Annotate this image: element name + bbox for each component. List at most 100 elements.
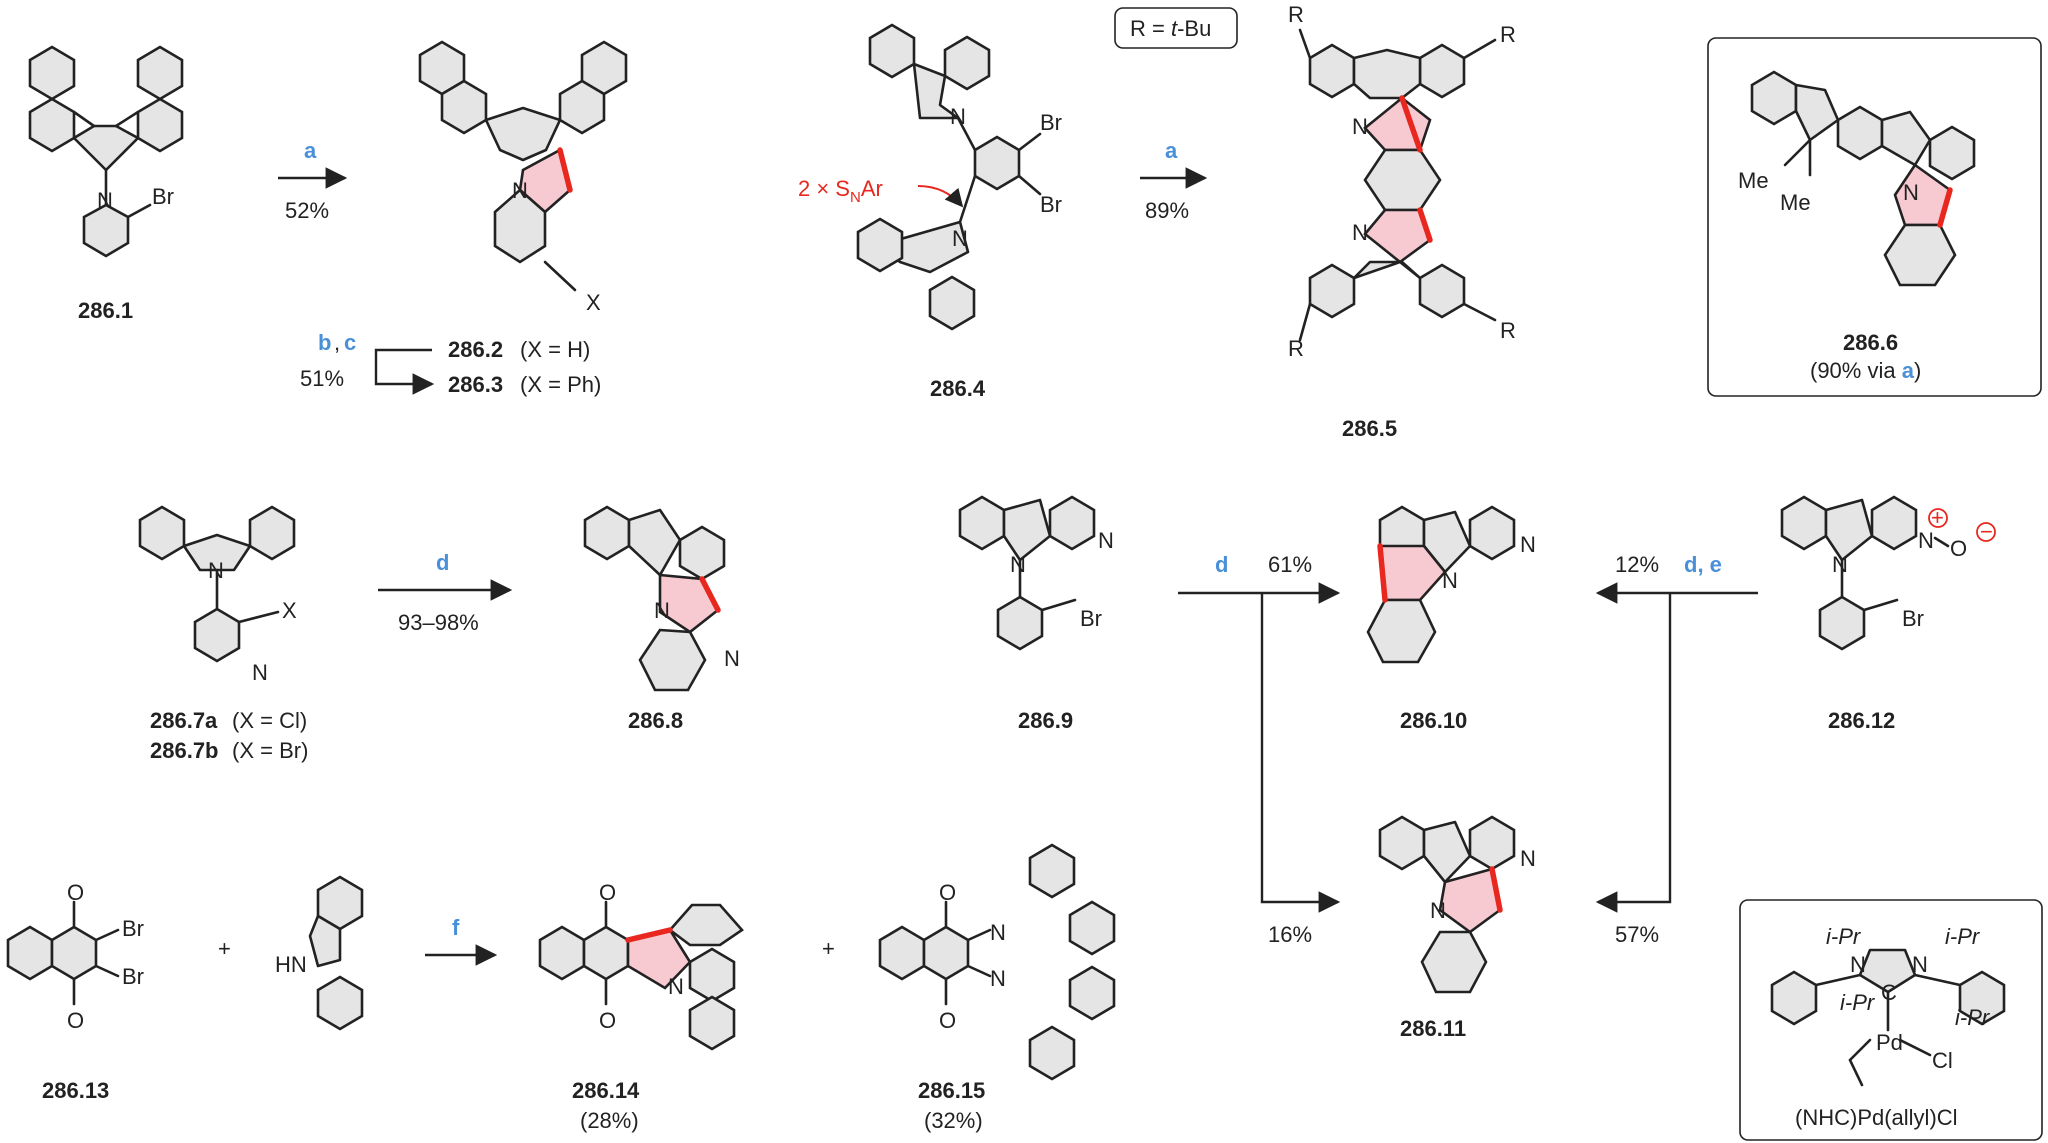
catalyst-structure bbox=[1770, 948, 2006, 1087]
snar-arrow bbox=[917, 185, 964, 208]
atom-n: N bbox=[1010, 552, 1026, 577]
yield-57: 57% bbox=[1615, 922, 1659, 947]
minus-charge-circle bbox=[1976, 522, 1996, 542]
yield-52: 52% bbox=[285, 198, 329, 223]
reagent-a: a bbox=[1165, 138, 1178, 163]
atom-r: R bbox=[1500, 22, 1516, 47]
atom-n: N bbox=[1442, 568, 1458, 593]
arrow-d-to-286-11 bbox=[1260, 593, 1341, 913]
atom-n: N bbox=[252, 660, 268, 685]
plus-charge: + bbox=[1931, 505, 1944, 530]
atom-n: N bbox=[208, 558, 224, 583]
atom-o: O bbox=[67, 1008, 84, 1033]
atom-o: O bbox=[599, 880, 616, 905]
atom-x: X bbox=[282, 598, 297, 623]
atom-n: N bbox=[1430, 898, 1446, 923]
compound-286-8-structure bbox=[583, 505, 726, 692]
label-286-1: 286.1 bbox=[78, 298, 133, 323]
label-286-7a: 286.7a bbox=[150, 708, 218, 733]
reagent-f: f bbox=[452, 915, 460, 940]
label-286-14: 286.14 bbox=[572, 1078, 640, 1103]
atom-n: N bbox=[990, 966, 1006, 991]
atom-hn: HN bbox=[275, 952, 307, 977]
atom-pd: Pd bbox=[1876, 1030, 1903, 1055]
compound-286-6-box bbox=[1707, 37, 2042, 397]
atom-br: Br bbox=[1902, 606, 1924, 631]
compound-286-5-structure bbox=[1298, 28, 1497, 342]
atom-o: O bbox=[939, 880, 956, 905]
atom-o: O bbox=[1950, 536, 1967, 561]
compound-286-7-structure bbox=[138, 505, 296, 663]
atom-o: O bbox=[67, 880, 84, 905]
atom-n: N bbox=[654, 598, 670, 623]
atom-n: N bbox=[97, 188, 113, 213]
compound-286-2-structure bbox=[418, 40, 628, 264]
reagent-de: d, e bbox=[1684, 552, 1722, 577]
minus-charge: − bbox=[1980, 519, 1993, 544]
atom-cl: Cl bbox=[1932, 1048, 1953, 1073]
compound-286-15-structure bbox=[878, 843, 1116, 1081]
compound-286-10-structure bbox=[1366, 505, 1516, 664]
atom-n: N bbox=[1850, 952, 1866, 977]
atom-n: N bbox=[724, 646, 740, 671]
compound-286-6-structure bbox=[1750, 70, 1976, 287]
yield-286-14: (28%) bbox=[580, 1108, 639, 1133]
atom-me: Me bbox=[1738, 168, 1769, 193]
catalyst-box bbox=[1739, 899, 2043, 1141]
label-286-7b: 286.7b bbox=[150, 738, 219, 763]
reagent-b: b bbox=[318, 330, 331, 355]
atom-ipr: i-Pr bbox=[1945, 924, 1981, 949]
yield-286-15: (32%) bbox=[924, 1108, 983, 1133]
reagent-c: c bbox=[344, 330, 356, 355]
yield-89: 89% bbox=[1145, 198, 1189, 223]
reagent-a: a bbox=[304, 138, 317, 163]
atom-ipr: i-Pr bbox=[1840, 990, 1876, 1015]
compound-286-12-structure bbox=[1780, 495, 1950, 651]
yield-93-98: 93–98% bbox=[398, 610, 479, 635]
atom-r: R bbox=[1288, 2, 1304, 27]
yield-61: 61% bbox=[1268, 552, 1312, 577]
label-286-5: 286.5 bbox=[1342, 416, 1397, 441]
atom-n: N bbox=[950, 104, 966, 129]
atom-o: O bbox=[599, 1008, 616, 1033]
atom-br: Br bbox=[122, 964, 144, 989]
label-286-8: 286.8 bbox=[628, 708, 683, 733]
atom-n: N bbox=[1918, 528, 1934, 553]
note-286-7a: (X = Cl) bbox=[232, 708, 307, 733]
compound-286-4-structure bbox=[856, 23, 1042, 331]
atom-ipr: i-Pr bbox=[1955, 1005, 1991, 1030]
snar-label: 2 × SNAr bbox=[798, 176, 883, 206]
r-definition: R = t-Bu bbox=[1130, 16, 1211, 41]
compound-286-11-structure bbox=[1378, 815, 1516, 994]
atom-br: Br bbox=[1040, 192, 1062, 217]
atom-n: N bbox=[1520, 532, 1536, 557]
atom-o: O bbox=[939, 1008, 956, 1033]
label-286-3: 286.3 bbox=[448, 372, 503, 397]
note-286-2: (X = H) bbox=[520, 337, 590, 362]
compound-286-1-structure bbox=[28, 45, 184, 258]
atom-n: N bbox=[1098, 528, 1114, 553]
arrow-bc bbox=[374, 348, 435, 395]
label-286-2: 286.2 bbox=[448, 337, 503, 362]
compound-286-9-structure bbox=[958, 495, 1096, 651]
atom-br: Br bbox=[122, 916, 144, 941]
label-286-11: 286.11 bbox=[1400, 1016, 1466, 1041]
atom-n: N bbox=[1520, 846, 1536, 871]
compound-286-14-structure bbox=[538, 900, 744, 1051]
yield-16: 16% bbox=[1268, 922, 1312, 947]
atom-n: N bbox=[952, 226, 968, 251]
yield-51: 51% bbox=[300, 366, 344, 391]
carbazole-structure bbox=[308, 875, 364, 1031]
reagent-d: d bbox=[1215, 552, 1228, 577]
label-286-10: 286.10 bbox=[1400, 708, 1467, 733]
note-286-3: (X = Ph) bbox=[520, 372, 601, 397]
atom-n: N bbox=[1832, 552, 1848, 577]
atom-n: N bbox=[1352, 220, 1368, 245]
atom-x: X bbox=[586, 290, 601, 315]
atom-me: Me bbox=[1780, 190, 1811, 215]
atom-n: N bbox=[1903, 180, 1919, 205]
compound-286-13-structure bbox=[6, 900, 120, 1006]
note-286-7b: (X = Br) bbox=[232, 738, 308, 763]
label-286-4: 286.4 bbox=[930, 376, 986, 401]
